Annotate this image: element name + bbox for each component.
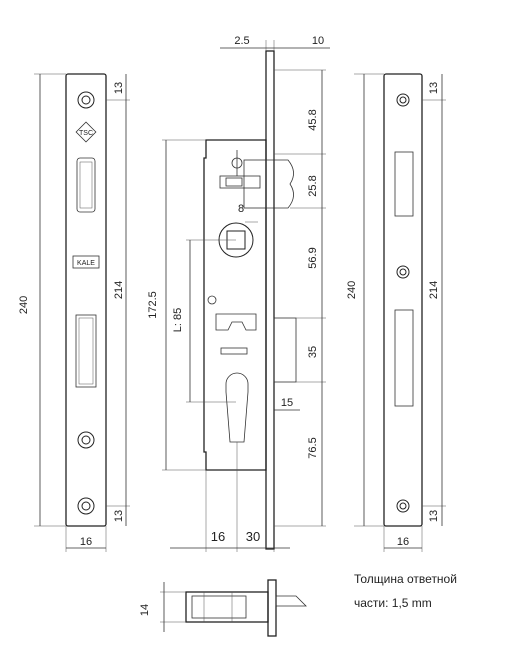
deadbolt <box>273 317 297 383</box>
screw-hole-top <box>77 91 95 109</box>
svg-text:KALE: KALE <box>77 260 95 267</box>
dim-faceplate-length: 240 <box>18 296 30 314</box>
strike-bolt-opening <box>394 309 414 407</box>
dim-bolt-throw: 15 <box>281 397 293 409</box>
lock-body-side-view: 8 2.5 10 45.8 25.8 56.9 35 <box>147 35 330 552</box>
dim-strike-holes: 214 <box>428 281 440 299</box>
dim-edge-top: 13 <box>113 82 125 94</box>
dim-spindle-to-bolt: 56.9 <box>307 247 319 268</box>
strike-screw-middle <box>396 265 410 279</box>
latch-bolt <box>243 159 294 209</box>
dim-center-distance: L: 85 <box>172 308 184 332</box>
screw-hole-middle <box>77 431 95 449</box>
dim-edge-bottom: 13 <box>113 510 125 522</box>
dim-bolt-h: 25.8 <box>307 175 319 196</box>
dim-cyl-to-bottom: 76.5 <box>307 437 319 458</box>
note-line-2: части: 1,5 mm <box>354 596 432 610</box>
dim-bolt-height: 35 <box>307 346 319 358</box>
svg-text:TSC: TSC <box>79 130 93 137</box>
tsc-logo: TSC <box>75 121 97 143</box>
dim-strike-width: 16 <box>397 536 409 548</box>
bolt-cam <box>215 313 257 331</box>
bolt-opening <box>75 314 97 388</box>
strike-plate-view: 240 214 13 13 16 <box>346 73 446 552</box>
dim-thickness: 14 <box>139 604 151 616</box>
dim-backset-b: 30 <box>246 529 260 544</box>
dim-top-width: 10 <box>312 35 324 47</box>
strike-screw-bottom <box>396 499 410 513</box>
latch-opening <box>76 157 96 213</box>
strike-screw-top <box>396 93 410 107</box>
dim-hole-spacing: 214 <box>113 281 125 299</box>
handle-spindle: 8 <box>218 203 258 258</box>
dim-height-total: 172.5 <box>147 291 159 319</box>
dim-handle: 8 <box>238 203 244 215</box>
body-screw <box>207 295 217 305</box>
strike-latch-opening <box>394 151 414 217</box>
latch-spring-mechanism <box>219 150 261 189</box>
screw-hole-bottom <box>77 497 95 515</box>
dim-latch-h: 45.8 <box>307 109 319 130</box>
body-slot <box>220 347 248 355</box>
dim-strike-top: 13 <box>428 82 440 94</box>
lock-top-view: 14 <box>139 579 307 637</box>
dim-backset-a: 16 <box>211 529 225 544</box>
note-line-1: Толщина ответной <box>354 572 457 586</box>
kale-logo: KALE <box>72 255 100 269</box>
dim-strike-length: 240 <box>346 281 358 299</box>
dim-strike-bottom: 13 <box>428 510 440 522</box>
faceplate-front-view: TSC KALE 240 <box>18 73 130 552</box>
dim-plate-width: 16 <box>80 536 92 548</box>
dim-top-offset: 2.5 <box>234 35 249 47</box>
strike-thickness-note: Толщина ответной части: 1,5 mm <box>354 572 457 610</box>
cylinder-hole <box>225 372 249 443</box>
